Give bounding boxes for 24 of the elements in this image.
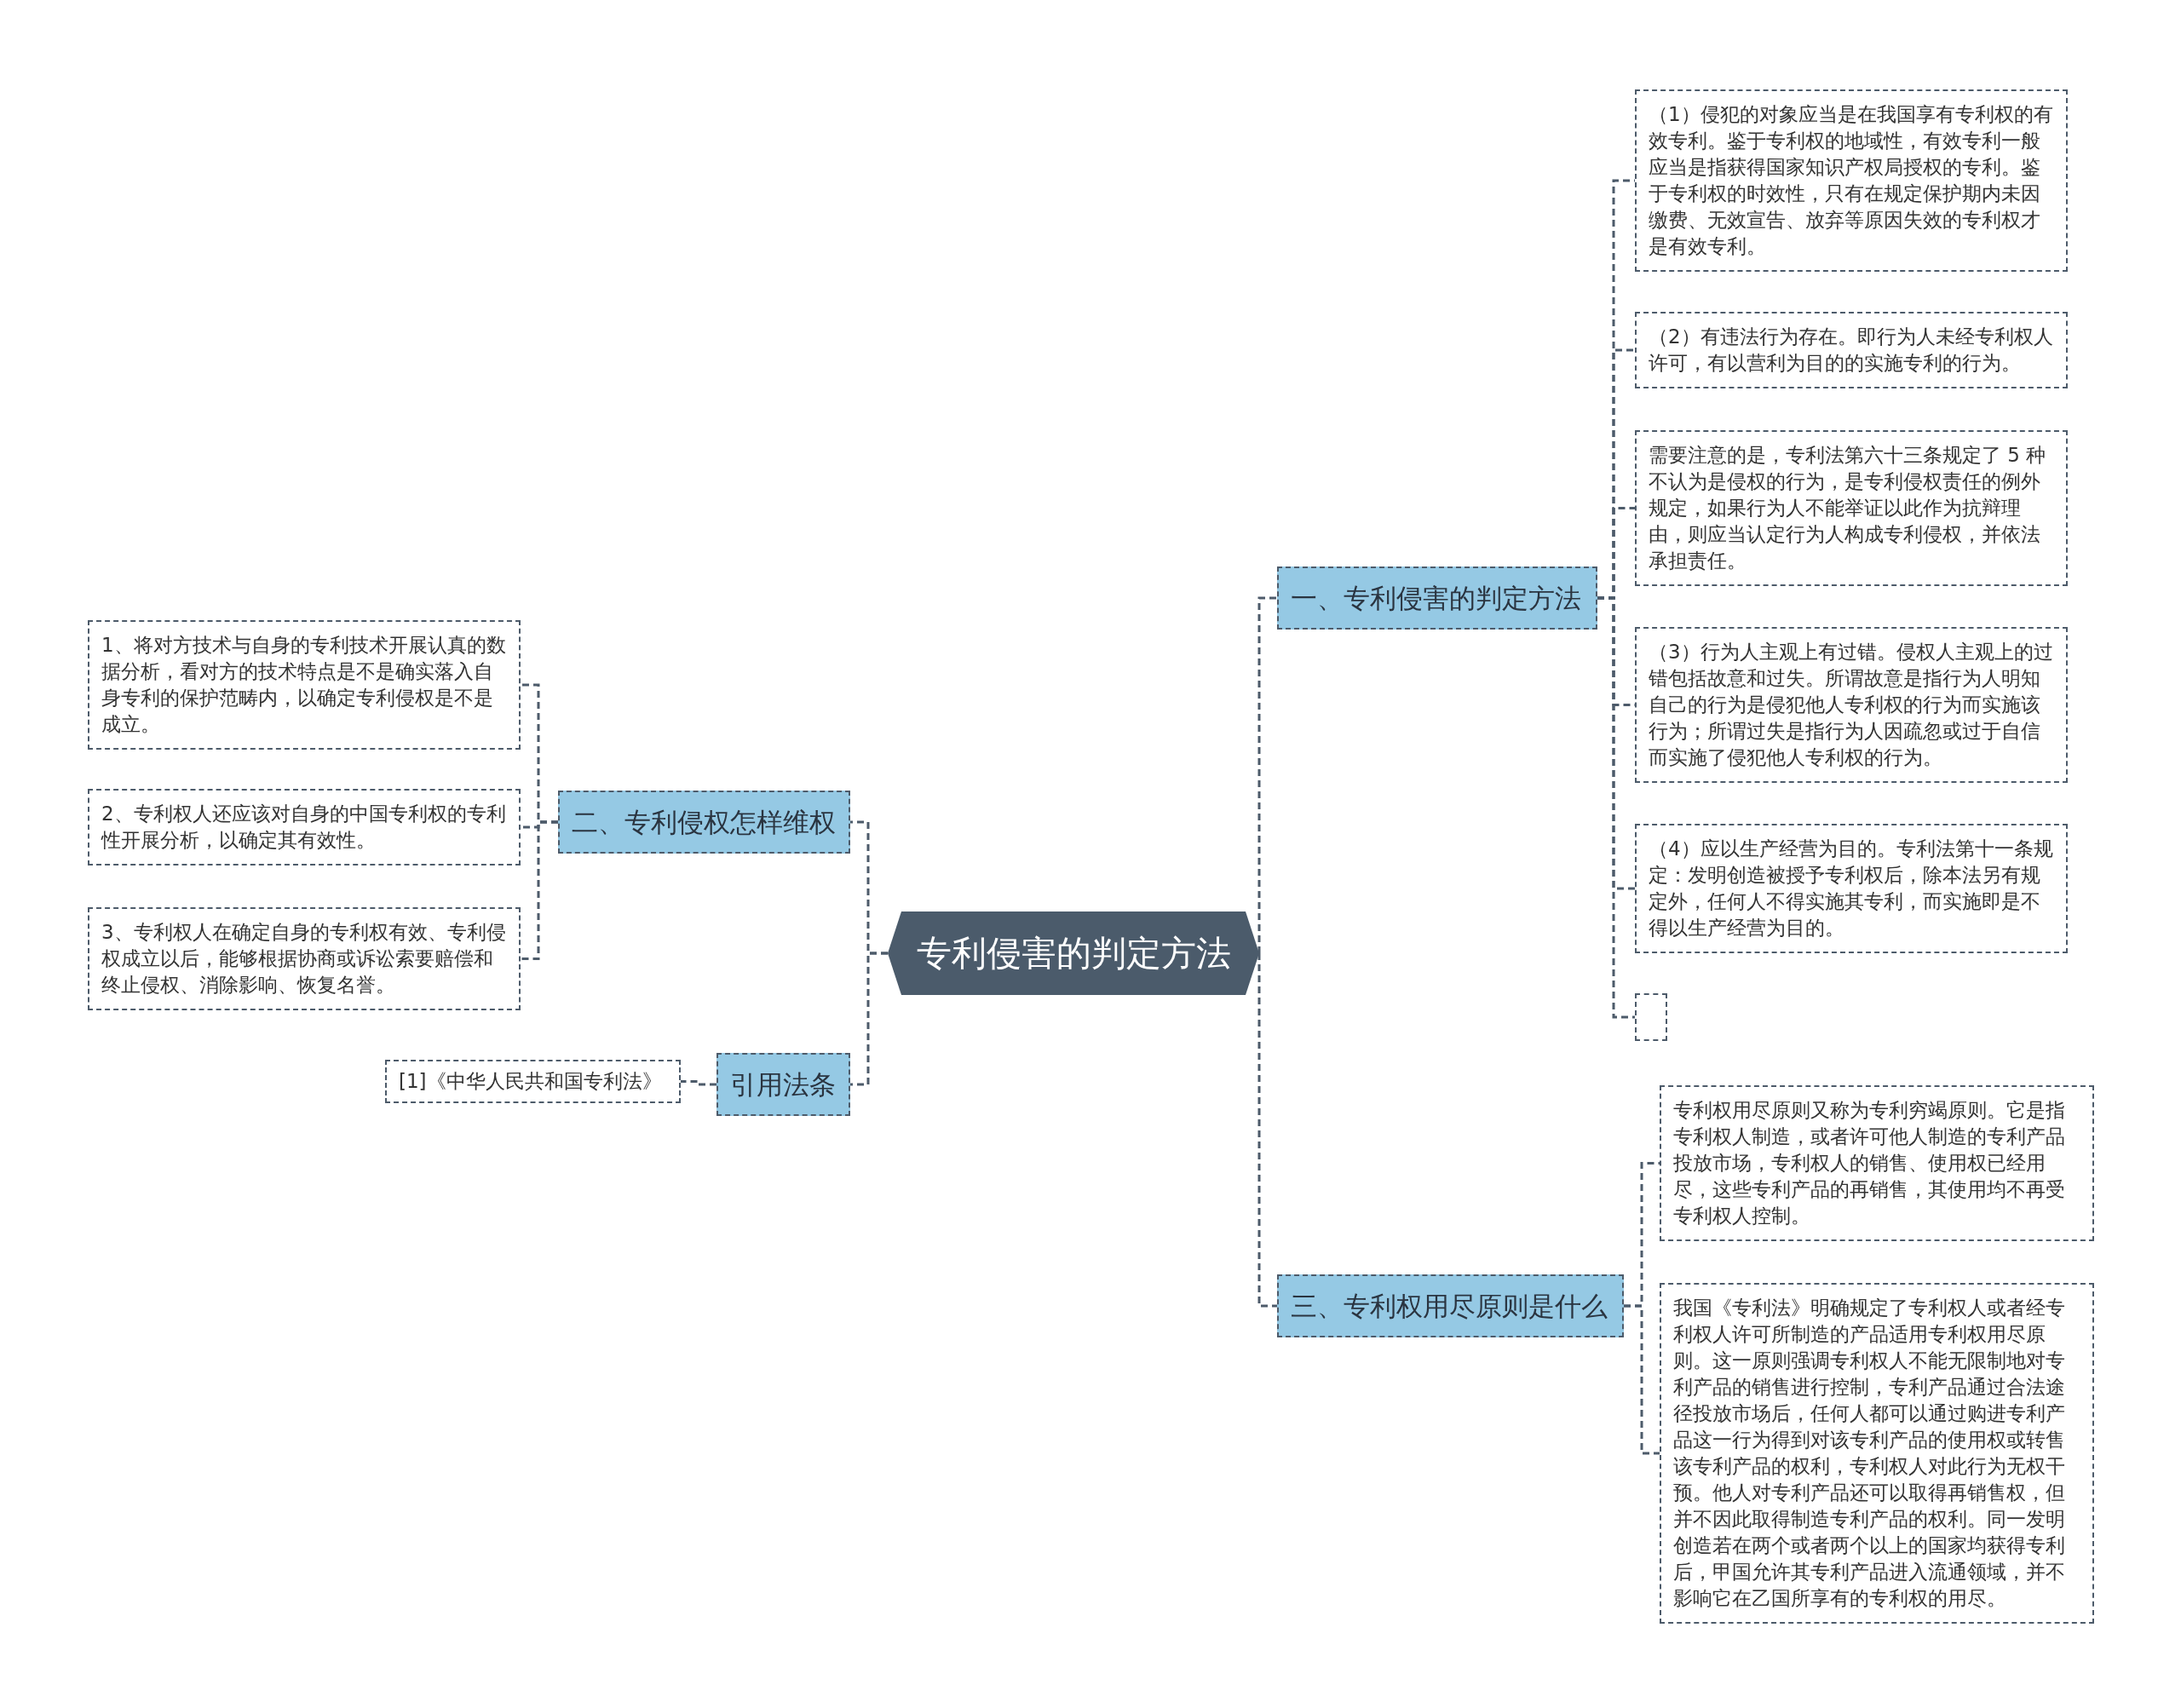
connector-line — [521, 820, 558, 960]
note-box: 2、专利权人还应该对自身的中国专利权的专利性开展分析，以确定其有效性。 — [88, 789, 521, 866]
root-title: 专利侵害的判定方法 — [915, 932, 1232, 975]
note-box: （1）侵犯的对象应当是在我国享有专利权的有效专利。鉴于专利权的地域性，有效专利一般应当是指获得国家知识产权局授权的专利。鉴于专利权的时效性，只有在规定保护期内未因缴费、无效宣告、放弃等原因失效的专利权才是有效专利。 — [1635, 89, 2068, 272]
connector-line — [1624, 1304, 1660, 1455]
note-box: （2）有违法行为存在。即行为人未经专利权人许可，有以营利为目的的实施专利的行为。 — [1635, 312, 2068, 388]
note-box: 3、专利权人在确定自身的专利权有效、专利侵权成立以后，能够根据协商或诉讼索要赔偿和终止侵权、消除影响、恢复名誉。 — [88, 907, 521, 1010]
connector-line — [1257, 952, 1277, 1308]
hexagon-node — [888, 912, 1259, 995]
note-box: 我国《专利法》明确规定了专利权人或者经专利权人许可所制造的产品适用专利权用尽原则。这一原则强调专利权人不能无限制地对专利产品的销售进行控制，专利产品通过合法途径投放市场后，任何人都可以通过购进专利产品这一行为得到对该专利产品的使用权或转售该专利产品的权利，专利权人对此行为无权干预。他人对专利产品还可以取得再销售权，但并不因此取得制造专利产品的权利。同一发明创造若在两个或者两个以上的国家均获得专利后，甲国允许其专利产品进入流通领域，并不影响它在乙国所享有的专利权的用尽。 — [1660, 1283, 2094, 1624]
note-box: 专利权用尽原则又称为专利穷竭原则。它是指专利权人制造，或者许可他人制造的专利产品投放市场，专利权人的销售、使用权已经用尽，这些专利产品的再销售，其使用均不再受专利权人控制。 — [1660, 1085, 2094, 1241]
topic-box: 引用法条 — [716, 1053, 850, 1116]
connector-line — [1257, 596, 1277, 955]
note-box: 需要注意的是，专利法第六十三条规定了 5 种不认为是侵权的行为，是专利侵权责任的例外规定，如果行为人不能举证以此作为抗辩理由，则应当认定行为人构成专利侵权，并依法承担责任。 — [1635, 430, 2068, 586]
topic-box: 一、专利侵害的判定方法 — [1277, 566, 1597, 630]
topic-box: 三、专利权用尽原则是什么 — [1277, 1274, 1624, 1337]
topic-box: 二、专利侵权怎样维权 — [558, 791, 850, 854]
note-box: [1]《中华人民共和国专利法》 — [385, 1060, 681, 1103]
note-box: （4）应以生产经营为目的。专利法第十一条规定：发明创造被授予专利权后，除本法另有规定外，任何人不得实施其专利，而实施即是不得以生产经营为目的。 — [1635, 824, 2068, 953]
connector-line — [681, 1080, 716, 1086]
note-box: （3）行为人主观上有过错。侵权人主观上的过错包括故意和过失。所谓故意是指行为人明知自己的行为是侵犯他人专利权的行为而实施该行为；所谓过失是指行为人因疏忽或过于自信而实施了侵犯他人专利权的行为。 — [1635, 627, 2068, 783]
connector-line — [850, 952, 888, 1086]
note-box: 1、将对方技术与自身的专利技术开展认真的数据分析，看对方的技术特点是不是确实落入自身专利的保护范畴内，以确定专利侵权是不是成立。 — [88, 620, 521, 750]
empty-box — [1635, 993, 1667, 1041]
